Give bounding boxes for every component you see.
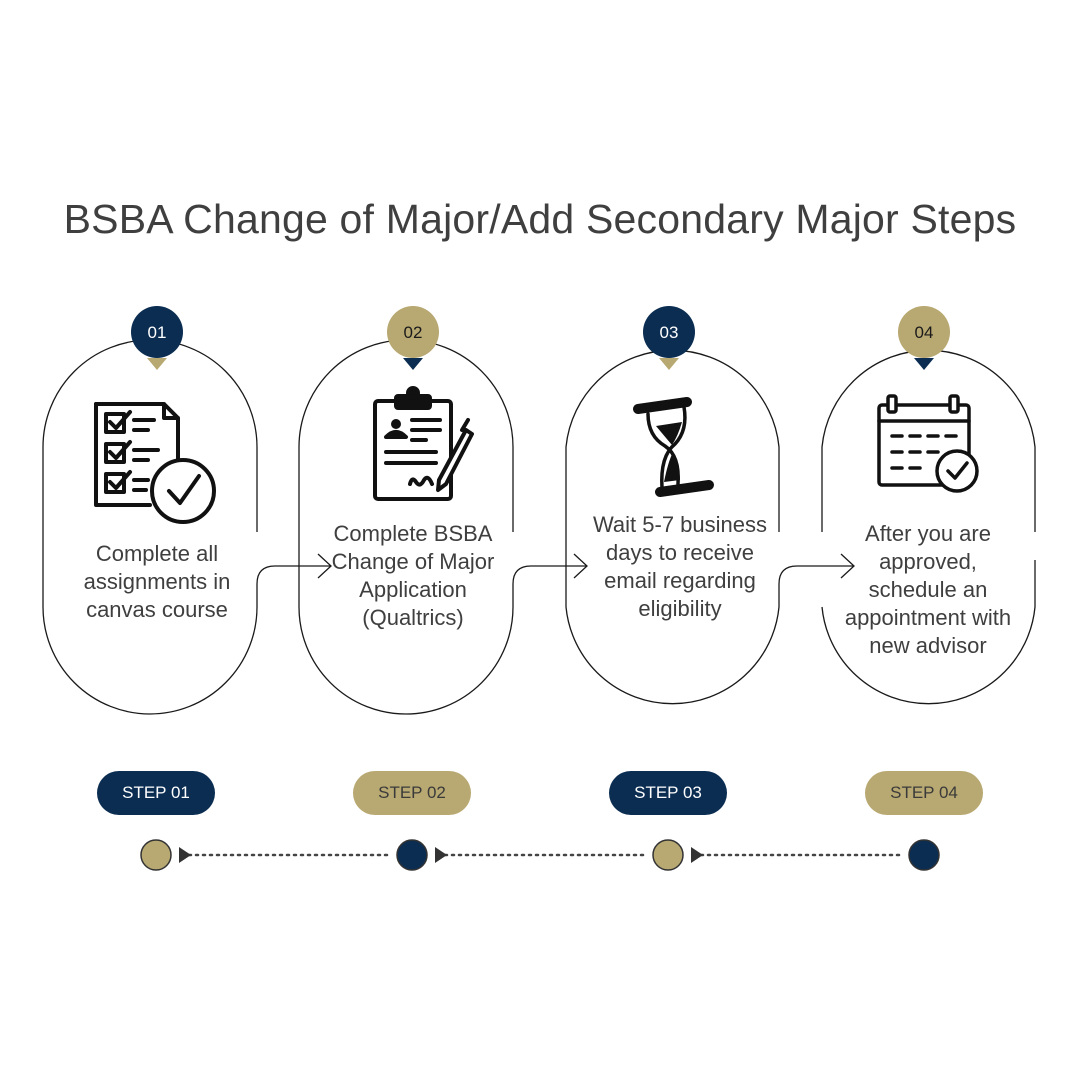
step-capsule-03	[565, 349, 853, 705]
svg-text:04: 04	[915, 323, 934, 342]
checklist-icon	[94, 402, 216, 524]
step-04-description: After you are approved, schedule an appo…	[844, 521, 1012, 658]
connector-arrow-02	[573, 553, 588, 579]
timeline-dot-01	[140, 839, 172, 871]
step-01-pill: STEP 01	[97, 771, 215, 815]
clipboard-signature-icon	[373, 386, 474, 501]
timeline-dot-04	[908, 839, 940, 871]
page-title: BSBA Change of Major/Add Secondary Major…	[63, 196, 1017, 242]
timeline-arrow-02	[435, 847, 447, 863]
step-badge-04: 04	[898, 306, 950, 370]
step-badge-01: 01	[131, 306, 183, 370]
step-02-description: Complete BSBA Change of Major Applicatio…	[331, 521, 495, 630]
step-03-pill: STEP 03	[609, 771, 727, 815]
hourglass-icon	[633, 397, 714, 497]
svg-text:02: 02	[404, 323, 423, 342]
svg-text:01: 01	[148, 323, 167, 342]
step-capsule-01	[42, 339, 330, 715]
timeline-dot-02	[396, 839, 428, 871]
connector-arrow-01	[317, 553, 332, 579]
timeline-arrow-01	[179, 847, 191, 863]
step-01-description: Complete all assignments in canvas cours…	[83, 541, 231, 622]
calendar-check-icon	[877, 394, 979, 493]
timeline	[140, 839, 940, 871]
svg-text:03: 03	[660, 323, 679, 342]
timeline-arrow-03	[691, 847, 703, 863]
timeline-dot-03	[652, 839, 684, 871]
connector-arrow-03	[840, 553, 855, 579]
step-02-pill: STEP 02	[353, 771, 471, 815]
step-03-description: Wait 5-7 business days to receive email …	[592, 512, 768, 621]
step-badge-02: 02	[387, 306, 439, 370]
step-badge-03: 03	[643, 306, 695, 370]
step-04-pill: STEP 04	[865, 771, 983, 815]
